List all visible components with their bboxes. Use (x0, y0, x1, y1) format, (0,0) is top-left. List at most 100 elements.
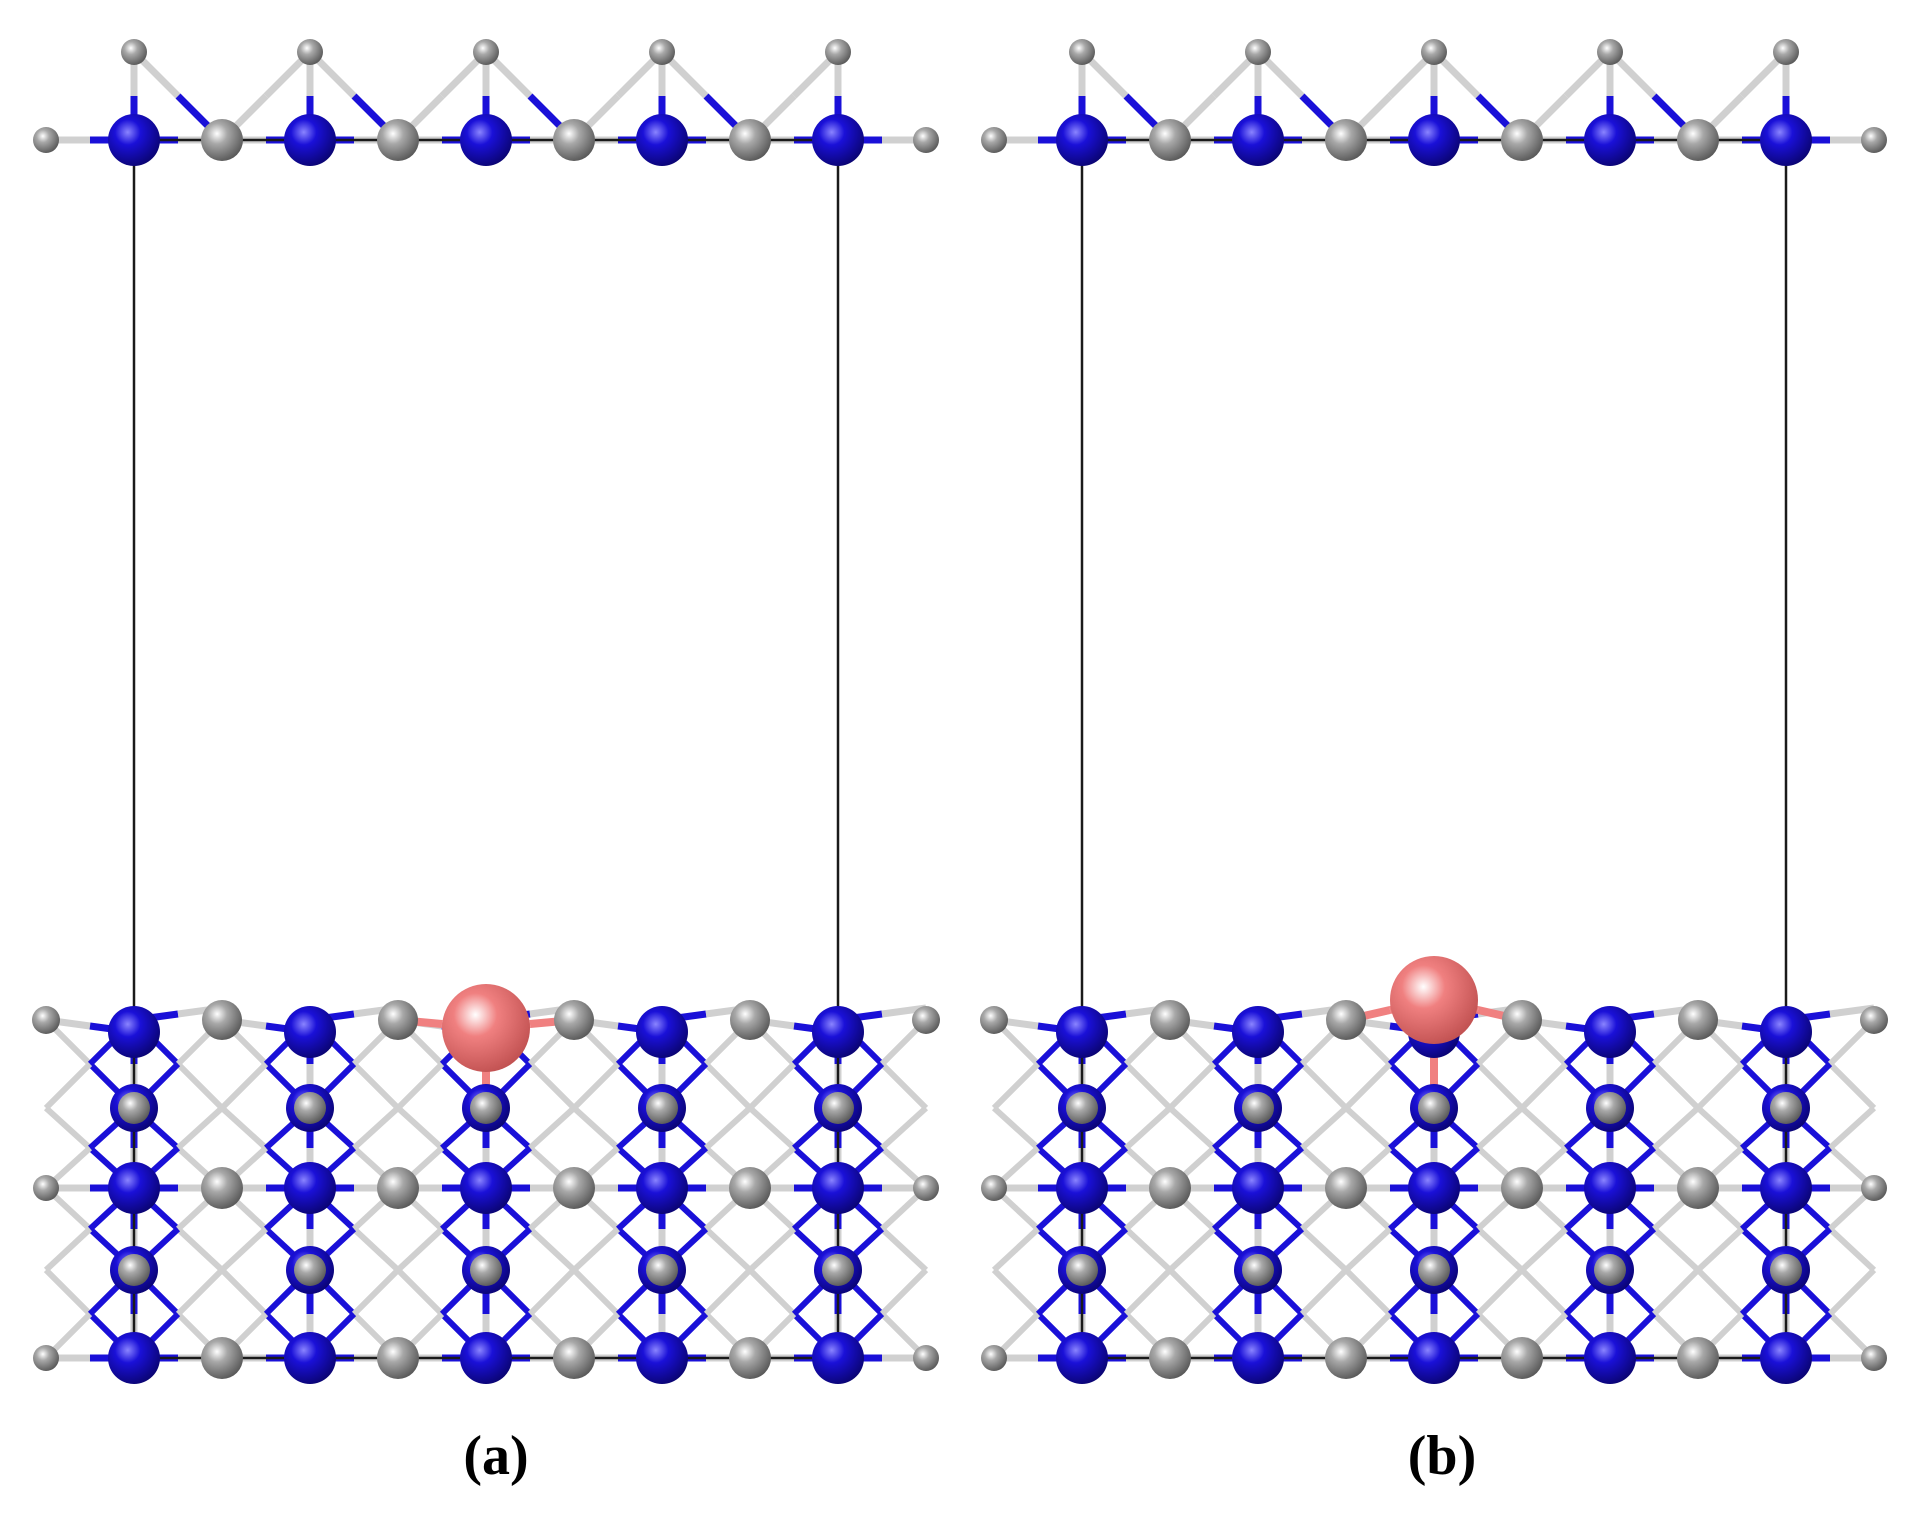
nonmetal-atom (1861, 1175, 1887, 1201)
nonmetal-atom (1861, 127, 1887, 153)
bond (1695, 1061, 1745, 1111)
nonmetal-atom (980, 1006, 1008, 1034)
nonmetal-atom (649, 39, 675, 65)
metal-atom (812, 114, 864, 166)
bond (1343, 1105, 1393, 1151)
metal-atom (1408, 1332, 1460, 1384)
bond (1343, 1061, 1393, 1111)
nonmetal-atom (729, 1167, 771, 1209)
nonmetal-atom (118, 1092, 150, 1124)
nonmetal-atom (730, 1000, 770, 1040)
bond (1299, 1061, 1349, 1111)
panel-a-structure (32, 39, 940, 1384)
adsorbate-atom (1390, 956, 1478, 1044)
bond (1475, 1105, 1525, 1151)
bond (527, 1105, 577, 1151)
bond (1123, 1267, 1173, 1317)
nonmetal-atom (1502, 1000, 1542, 1040)
bond (1827, 1226, 1877, 1273)
panel-a-label: (a) (463, 1425, 529, 1487)
atoms (32, 39, 940, 1384)
metal-atom (636, 114, 688, 166)
bond (1651, 1061, 1701, 1111)
bond (1123, 1226, 1173, 1273)
nonmetal-atom (377, 1337, 419, 1379)
bond (1167, 1061, 1217, 1111)
metal-atom (1056, 114, 1108, 166)
metal-atom (284, 1332, 336, 1384)
bond (1651, 1267, 1701, 1317)
bond (747, 1226, 797, 1273)
bond (879, 1105, 929, 1151)
nonmetal-atom (1860, 1006, 1888, 1034)
bond (703, 1226, 753, 1273)
bond (527, 1226, 577, 1273)
metal-atom (1056, 1332, 1108, 1384)
bond (1299, 1226, 1349, 1273)
nonmetal-atom (297, 39, 323, 65)
nonmetal-atom (1677, 1337, 1719, 1379)
metal-atom (108, 1332, 160, 1384)
nonmetal-atom (1242, 1092, 1274, 1124)
bond (747, 1267, 797, 1317)
nonmetal-atom (1418, 1092, 1450, 1124)
metal-atom (1232, 1162, 1284, 1214)
bond (175, 1105, 225, 1151)
nonmetal-atom (201, 1337, 243, 1379)
nonmetal-atom (378, 1000, 418, 1040)
metal-atom (1408, 1162, 1460, 1214)
metal-atom (460, 1332, 512, 1384)
nonmetal-atom (913, 1345, 939, 1371)
nonmetal-atom (553, 119, 595, 161)
metal-atom (1056, 1006, 1108, 1058)
bond (43, 1061, 93, 1111)
nonmetal-atom (1245, 39, 1271, 65)
nonmetal-atom (822, 1254, 854, 1286)
nonmetal-atom (1677, 1167, 1719, 1209)
bond (1651, 1105, 1701, 1151)
bond (1695, 1267, 1745, 1317)
nonmetal-atom (1325, 1337, 1367, 1379)
bond (1299, 1267, 1349, 1317)
nonmetal-atom (1501, 119, 1543, 161)
bond (1123, 1061, 1173, 1111)
bond (219, 1226, 269, 1273)
metal-atom (1584, 1162, 1636, 1214)
nonmetal-atom (1678, 1000, 1718, 1040)
metal-atom (1056, 1162, 1108, 1214)
bond (1475, 1267, 1525, 1317)
bond (1827, 1105, 1877, 1151)
nonmetal-atom (729, 119, 771, 161)
nonmetal-atom (1149, 1337, 1191, 1379)
metal-atom (812, 1006, 864, 1058)
bond (395, 1105, 445, 1151)
bond (527, 1061, 577, 1111)
nonmetal-atom (1242, 1254, 1274, 1286)
metal-atom (1584, 1332, 1636, 1384)
nonmetal-atom (33, 1345, 59, 1371)
atoms (980, 39, 1888, 1384)
nonmetal-atom (981, 127, 1007, 153)
metal-atom (636, 1006, 688, 1058)
bond (1519, 1267, 1569, 1317)
metal-atom (812, 1162, 864, 1214)
nonmetal-atom (1501, 1337, 1543, 1379)
nonmetal-atom (1594, 1092, 1626, 1124)
bond (879, 1267, 929, 1317)
metal-atom (284, 1006, 336, 1058)
nonmetal-atom (1418, 1254, 1450, 1286)
bond (1651, 1226, 1701, 1273)
bond (571, 1267, 621, 1317)
nonmetal-atom (1066, 1092, 1098, 1124)
bond (1827, 1267, 1877, 1317)
metal-atom (108, 114, 160, 166)
metal-atom (1232, 114, 1284, 166)
bond (991, 1061, 1041, 1111)
bond (219, 1105, 269, 1151)
bond (395, 1267, 445, 1317)
bond (43, 1226, 93, 1273)
metal-atom (1760, 1006, 1812, 1058)
metal-atom (812, 1332, 864, 1384)
nonmetal-atom (646, 1254, 678, 1286)
metal-atom (1232, 1332, 1284, 1384)
